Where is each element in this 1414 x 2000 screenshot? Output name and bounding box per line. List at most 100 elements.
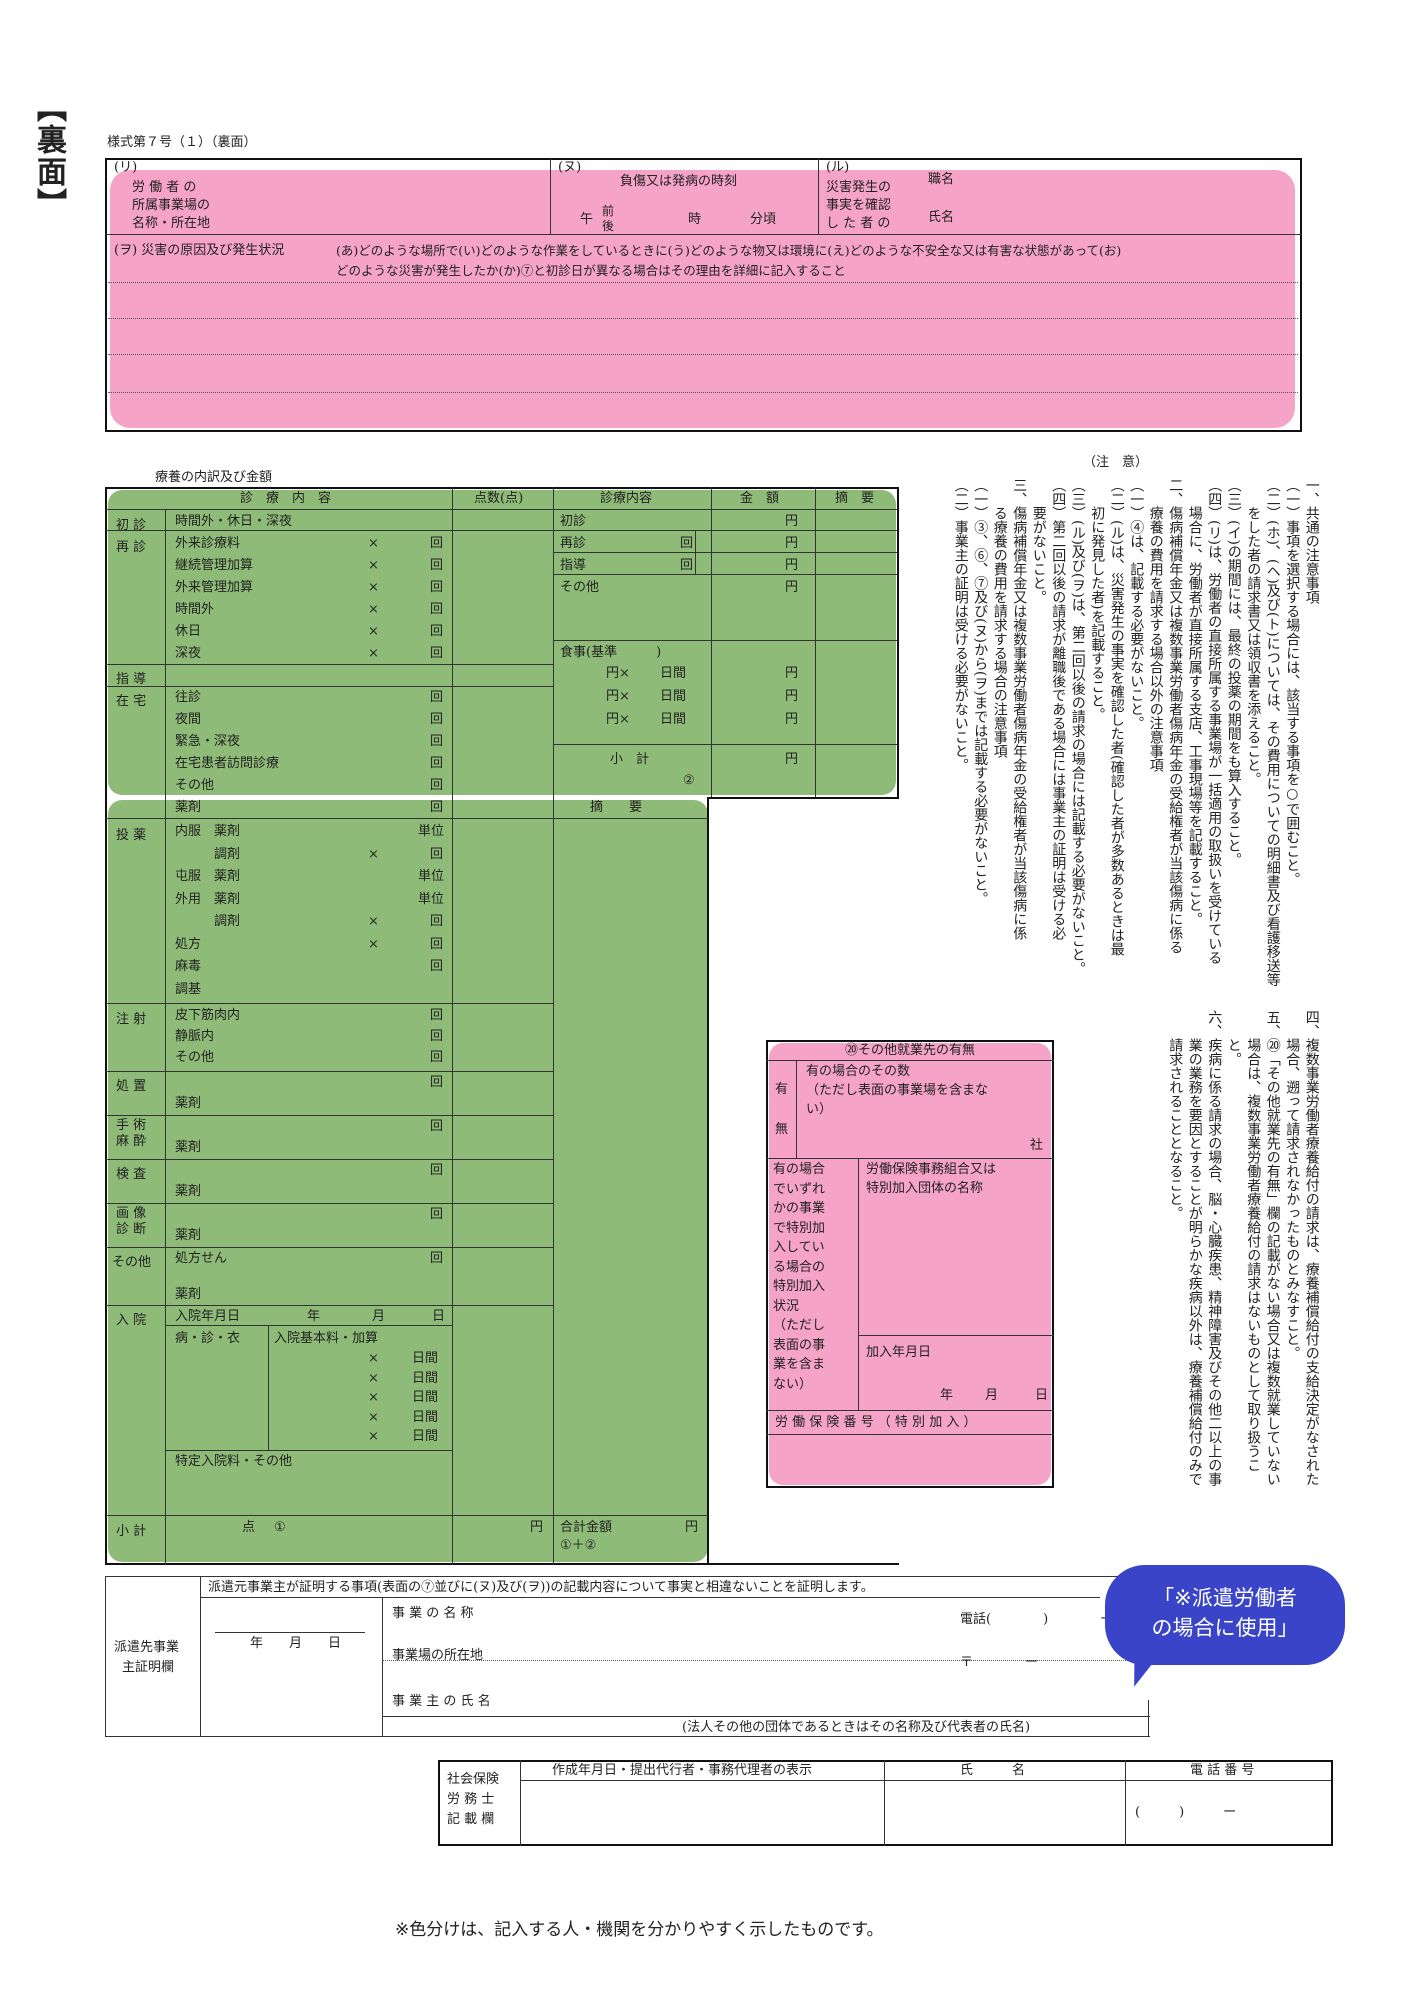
times-mark: × <box>368 646 379 661</box>
gokei-en: 円 <box>685 1520 699 1535</box>
sharoshi-col1: 作成年月日・提出代行者・事務代理者の表示 <box>552 1763 813 1778</box>
toyaku-item: 処方 <box>175 936 202 952</box>
row-toyaku: 投 薬 <box>116 828 147 843</box>
r-sonota-en: 円 <box>785 580 799 595</box>
note-line: 四、複数事業労働者療養給付の請求は、療養補償給付の支給決定がなされた <box>1303 1010 1320 1486</box>
note-line: （二）事業主の証明は受ける必要がないこと。 <box>952 478 969 772</box>
shochi-kai: 回 <box>430 1075 444 1090</box>
r-saishin-kai: 回 <box>680 536 694 551</box>
kensa-yakuzai: 薬剤 <box>175 1184 202 1199</box>
note-line: 初に発見した者)を記載すること。 <box>1089 478 1106 722</box>
nichikan-unit: 日間 <box>412 1409 439 1425</box>
other-job-left-line: 業を含ま <box>773 1357 826 1372</box>
r-shokei-en: 円 <box>785 752 799 767</box>
top-frame <box>105 158 1302 432</box>
note-line: 要がないこと。 <box>1030 478 1047 604</box>
row-kensa: 検 査 <box>116 1167 147 1182</box>
kai-unit: 回 <box>430 712 444 727</box>
sharoshi-left-1: 社会保険 <box>447 1772 500 1787</box>
note-line: 二、傷病補償年金又は複数事業労働者傷病年金の受給権者が当該傷病に係る <box>1167 478 1184 954</box>
times-mark: × <box>368 1370 379 1386</box>
wo-label: (ヲ) 災害の原因及び発生状況 <box>114 243 285 258</box>
row-shoshin: 初 診 <box>116 518 147 533</box>
note-line: （三）(イ)の期間には、最終の投薬の期間をも算入すること。 <box>1225 478 1242 867</box>
kai-unit: 回 <box>430 558 444 573</box>
other-job-left-line: 有の場合 <box>773 1162 826 1177</box>
kai-unit: 回 <box>430 778 444 793</box>
other-job-left-line: で特別加 <box>773 1220 826 1236</box>
haken-houjin: (法人その他の団体であるときはその名称及び代表者の氏名) <box>682 1720 1031 1735</box>
kai-unit: 回 <box>430 624 444 639</box>
r-saishin: 再診 <box>560 536 587 551</box>
other-job-left-line: 特別加入 <box>773 1279 826 1294</box>
nu-label: 負傷又は発病の時刻 <box>620 174 738 189</box>
unit-label: 回 <box>430 936 444 952</box>
sonota-shohosen: 処方せん <box>175 1251 228 1266</box>
note-line: 五、⑳「その他就業先の有無」欄の記載がない場合又は複数就業していない <box>1264 1010 1281 1486</box>
nyuin-tsuki: 月 <box>372 1309 386 1324</box>
nichikan-unit: 日間 <box>412 1351 439 1366</box>
nyuin-nen: 年 <box>307 1309 321 1324</box>
nichikan-unit: 日間 <box>660 712 687 727</box>
other-job-kumiai: 労働保険事務組合又は <box>866 1162 997 1177</box>
nichikan-unit: 日間 <box>412 1390 439 1405</box>
saishin-item: 休日 <box>175 624 202 639</box>
times-mark: × <box>368 1351 379 1366</box>
nyuin-hi: 日 <box>432 1309 446 1324</box>
other-job-left-line: （ただし <box>773 1318 826 1333</box>
r-saishin-en: 円 <box>785 536 799 551</box>
h-shinryo2: 診療内容 <box>600 491 653 506</box>
nichikan-unit: 日間 <box>660 689 687 704</box>
go-label: 午 <box>580 212 594 227</box>
note-line: 三、傷病補償年金又は複数事業労働者傷病年金の受給権者が当該傷病に係 <box>1011 478 1028 940</box>
r-shoshin-en: 円 <box>785 514 799 529</box>
row-zaitaku: 在 宅 <box>116 694 147 709</box>
gokei-label: 合計金額 <box>560 1520 613 1535</box>
haken-date: 年 月 日 <box>250 1636 342 1651</box>
footer-note: ※色分けは、記入する人・機関を分かりやすく示したものです。 <box>395 1920 884 1940</box>
nyuin-kihon: 入院基本料・加算 <box>274 1331 379 1346</box>
other-job-left-line: でいずれ <box>773 1181 826 1197</box>
h-kingaku: 金 額 <box>740 491 780 506</box>
shokumei-label: 職名 <box>928 172 955 187</box>
haken-bubble: 「※派遣労働者 の場合に使用」 <box>1105 1565 1345 1665</box>
toyaku-item: 内服 薬剤 <box>175 824 241 839</box>
bubble-line-1: 「※派遣労働者 <box>1153 1586 1297 1610</box>
ri-label-1: 労 働 者 の <box>132 180 197 195</box>
other-job-note2: い） <box>806 1102 833 1117</box>
other-job-left-line: る場合の <box>773 1259 826 1275</box>
ri-label-3: 名称・所在地 <box>132 216 211 231</box>
kai-unit: 回 <box>430 580 444 595</box>
form-title: 様式第７号（１）（裏面） <box>107 135 257 150</box>
shimei-label: 氏名 <box>928 210 955 225</box>
other-job-kanyu: 加入年月日 <box>866 1345 932 1360</box>
nichikan-unit: 日間 <box>412 1370 439 1386</box>
chusha-item: 皮下筋肉内 <box>175 1008 241 1023</box>
haken-shozaichi: 事業場の所在地 <box>392 1648 484 1663</box>
other-job-left-line: 表面の事 <box>773 1337 826 1353</box>
haken-left-label-1: 派遣先事業 <box>114 1640 180 1655</box>
en-unit: 円 <box>785 666 799 681</box>
ru-label-1: 災害発生の <box>826 180 892 195</box>
note-line: （一）事項を選択する場合には、該当する事項を○で囲むこと。 <box>1284 478 1301 886</box>
shochi-yakuzai: 薬剤 <box>175 1096 202 1111</box>
sonota-yakuzai: 薬剤 <box>175 1287 202 1302</box>
note-line: 一、共通の注意事項 <box>1303 478 1320 604</box>
row-nyuin: 入 院 <box>116 1313 147 1328</box>
unit-label: 回 <box>430 846 444 862</box>
sharoshi-frame <box>438 1760 1333 1846</box>
unit-label: 単位 <box>418 869 445 884</box>
r-shokuji: 食事(基準 ) <box>560 645 662 660</box>
note-line: る療養の費用を請求する場合の注意事項 <box>991 478 1008 758</box>
gazo-yakuzai: 薬剤 <box>175 1228 202 1243</box>
other-job-left-line: かの事業 <box>773 1201 826 1216</box>
zaitaku-item: 在宅患者訪問診療 <box>175 756 280 771</box>
toyaku-item: 調剤 <box>175 914 241 929</box>
toyaku-item: 調基 <box>175 981 202 997</box>
shokei-maru1: ① <box>274 1520 286 1535</box>
row-chusha: 注 射 <box>116 1012 147 1027</box>
en-times: 円× <box>606 666 630 681</box>
note-line: （二）(ル)は、災害発生の事実を確認した者(確認した者が多数あるときは最 <box>1108 478 1125 957</box>
other-job-note: （ただし表面の事業場を含まな <box>806 1083 989 1098</box>
note-line: 療養の費用を請求する場合以外の注意事項 <box>1147 478 1164 772</box>
